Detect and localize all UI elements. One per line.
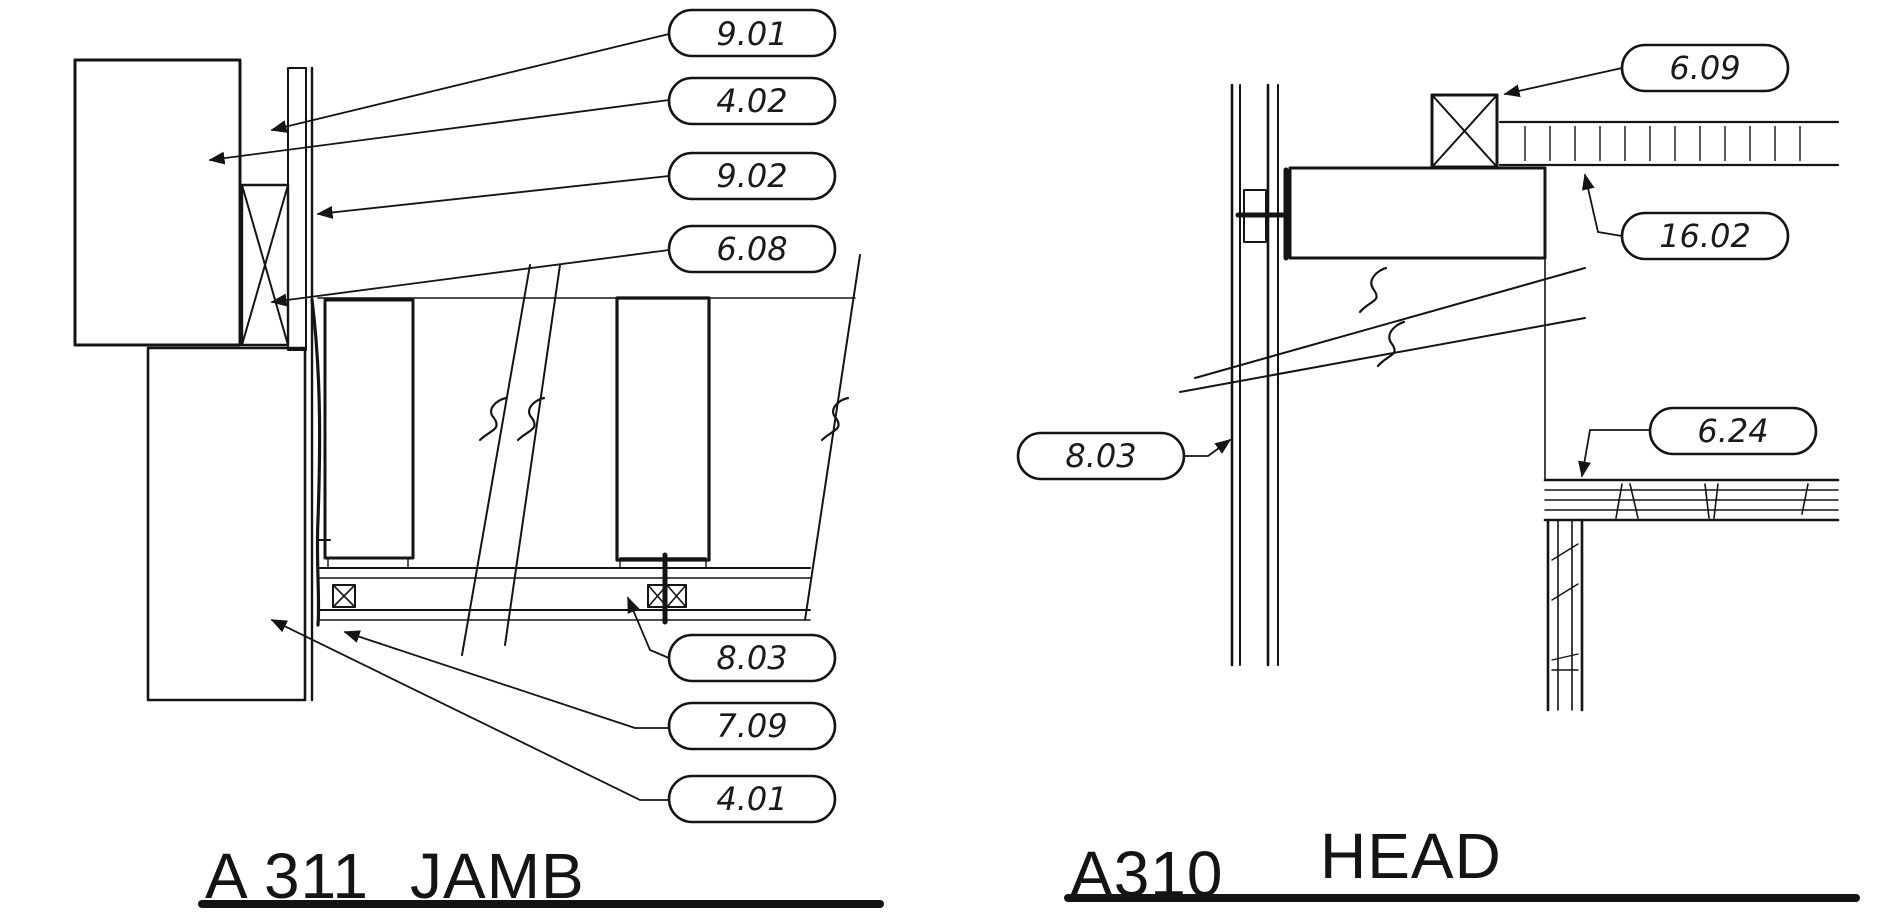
keynote-tag-4-02: 4.02: [667, 76, 837, 126]
concrete-wall: [146, 346, 307, 702]
keynote-tag-6-09: 6.09: [1620, 43, 1790, 93]
head-blocking: [1430, 93, 1499, 169]
keynote-tag-9-01: 9.01: [667, 8, 837, 58]
head-header-beam: [1288, 166, 1547, 260]
keynote-tag-7-09: 7.09: [667, 701, 837, 751]
jamb-blocking: [240, 183, 290, 347]
svg-text:6.08: 6.08: [716, 230, 787, 268]
detail-title-head: A310 HEAD: [1064, 820, 1860, 910]
svg-text:8.03: 8.03: [716, 639, 787, 677]
svg-text:6.24: 6.24: [1697, 412, 1768, 450]
head-detail: [1179, 83, 1840, 712]
detail-name-head: HEAD: [1320, 820, 1502, 892]
svg-text:4.01: 4.01: [716, 780, 787, 818]
svg-text:7.09: 7.09: [716, 707, 787, 745]
frame-member-right: [615, 296, 711, 562]
svg-text:9.02: 9.02: [716, 157, 787, 195]
jamb-leaders: [208, 33, 670, 801]
head-leaders: [1184, 67, 1651, 478]
svg-text:4.02: 4.02: [716, 82, 787, 120]
detail-title-jamb: A 311 JAMB: [198, 840, 884, 912]
keynote-tag-9-02: 9.02: [667, 151, 837, 201]
jamb-detail: [73, 58, 861, 702]
sheathing-layer: [287, 67, 307, 351]
keynote-tag-8-03-head: 8.03: [1016, 431, 1186, 481]
svg-text:16.02: 16.02: [1659, 217, 1751, 255]
svg-text:8.03: 8.03: [1065, 437, 1136, 475]
keynote-tag-4-01: 4.01: [667, 774, 837, 824]
keynote-tag-6-08: 6.08: [667, 224, 837, 274]
keynote-tag-8-03-jamb: 8.03: [667, 633, 837, 683]
keynote-tag-6-24: 6.24: [1648, 406, 1818, 456]
keynote-tag-16-02: 16.02: [1620, 211, 1790, 261]
frame-member-left: [323, 298, 415, 560]
masonry-block: [73, 58, 242, 347]
svg-text:6.09: 6.09: [1669, 49, 1740, 87]
svg-text:9.01: 9.01: [716, 15, 787, 53]
